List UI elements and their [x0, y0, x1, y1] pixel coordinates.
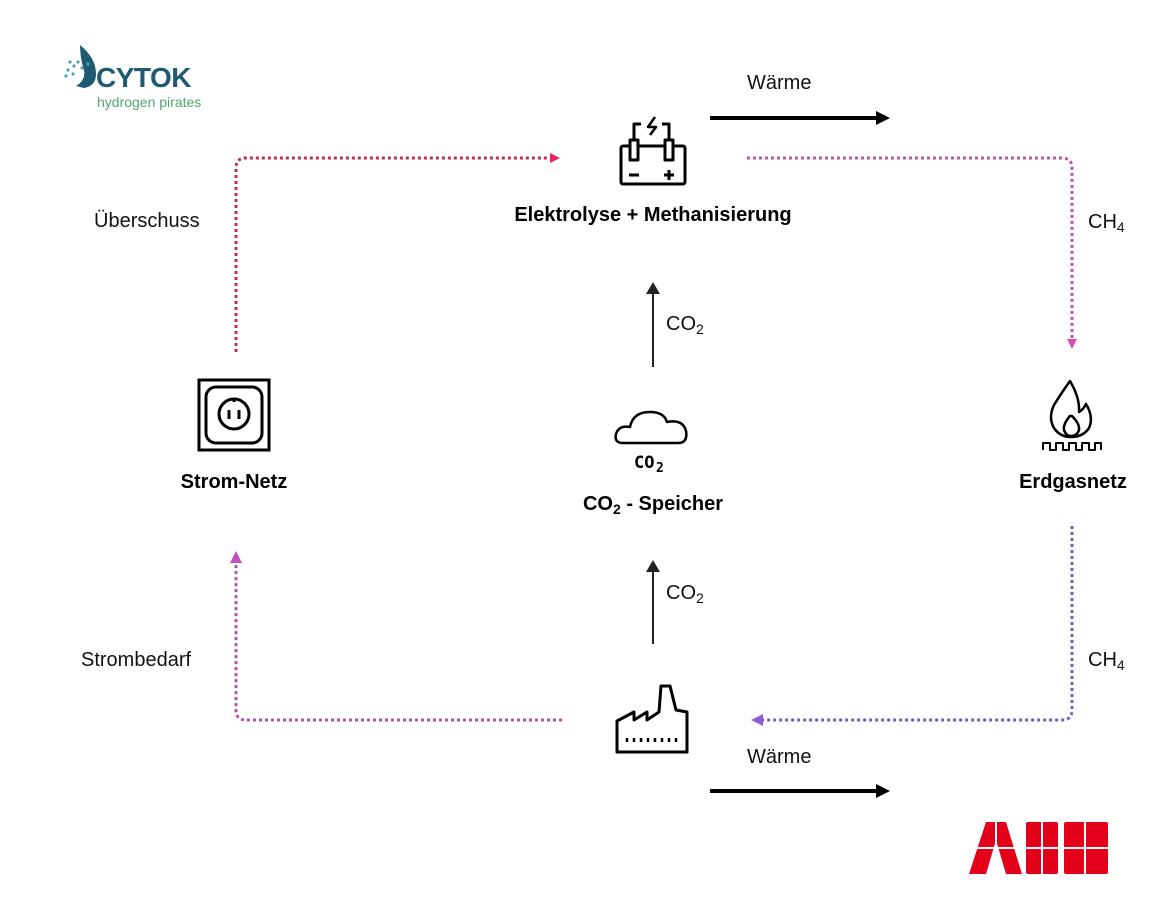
ch4-top-label: CH4 [1088, 211, 1125, 235]
battery-icon [619, 116, 687, 186]
power-demand-arrow [230, 551, 562, 722]
cytok-wordmark: CYTOK [96, 62, 192, 93]
svg-text:CO: CO [634, 453, 654, 473]
ch4-to-gas-grid-arrow [747, 156, 1077, 349]
ch4-to-factory-arrow [751, 526, 1074, 726]
co2-storage-label: CO2 - Speicher [582, 493, 724, 517]
grid-label: Strom-Netz [180, 471, 288, 493]
surplus-label: Überschuss [94, 210, 200, 232]
gas-flame-icon [1042, 379, 1102, 451]
electrolysis-label: Elektrolyse + Methanisierung [514, 204, 792, 226]
power-socket-icon [197, 378, 271, 452]
cytok-logo: CYTOK hydrogen pirates [60, 40, 220, 112]
ch4-bottom-label: CH4 [1088, 649, 1125, 673]
power-demand-label: Strombedarf [81, 649, 192, 671]
co2-bottom-label: CO2 [666, 582, 704, 606]
factory-icon [615, 684, 689, 754]
surplus-flow-arrow [234, 153, 560, 352]
cytok-logo-mark [64, 45, 96, 88]
svg-text:2: 2 [656, 461, 664, 476]
cytok-tagline: hydrogen pirates [97, 94, 202, 110]
gas-grid-label: Erdgasnetz [1019, 471, 1127, 493]
abb-logo [967, 820, 1110, 876]
co2-cloud-icon: CO 2 [614, 410, 688, 476]
heat-bottom-label: Wärme [747, 746, 812, 768]
co2-top-label: CO2 [666, 313, 704, 337]
heat-top-label: Wärme [747, 72, 812, 94]
